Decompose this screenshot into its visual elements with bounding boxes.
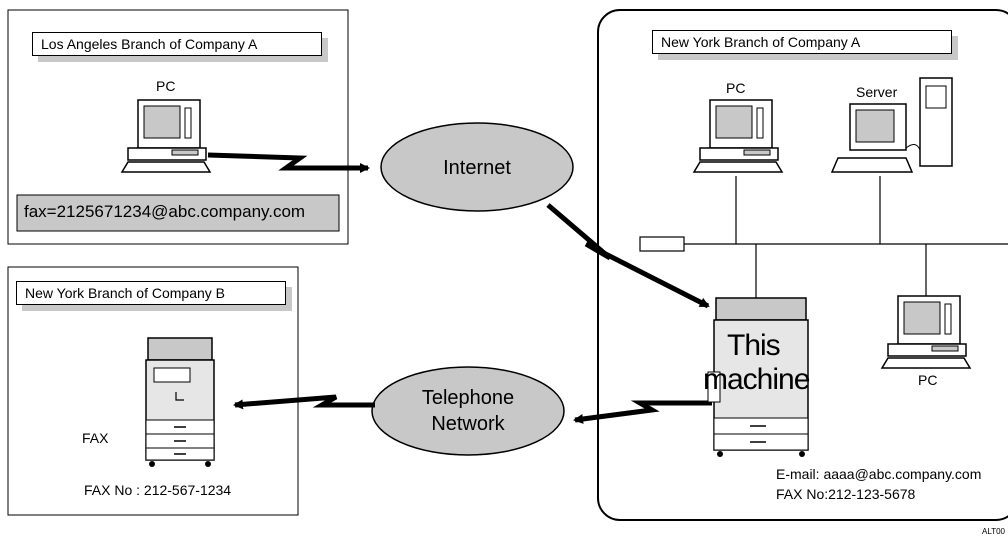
la-to-internet-arrow (207, 152, 370, 173)
hub-icon (639, 236, 685, 252)
fax-number-b: FAX No : 212-567-1234 (84, 482, 232, 498)
network-lines (684, 176, 1008, 300)
this-machine-label-line1: This (727, 329, 781, 362)
internet-cloud (380, 122, 574, 212)
la-branch-title: Los Angeles Branch of Company A (32, 32, 322, 56)
ny-pc-right-icon (880, 295, 972, 369)
figure-code: ALT00 (982, 527, 1005, 536)
la-pc-label: PC (156, 78, 176, 94)
internet-to-machine-arrow (546, 203, 710, 309)
ny-pc-top-label: PC (726, 80, 746, 96)
telephone-to-fax-arrow (233, 394, 375, 410)
this-machine-label-line2: machine (703, 363, 810, 396)
fax-machine-icon (145, 337, 215, 467)
ny-b-branch-title: New York Branch of Company B (16, 281, 286, 305)
machine-to-telephone-arrow (573, 400, 712, 424)
internet-label: Internet (443, 157, 511, 179)
fax-label: FAX (82, 430, 109, 446)
server-icon (830, 77, 953, 173)
telephone-network-cloud (371, 366, 565, 456)
fax-address-text: fax=2125671234@abc.company.com (24, 202, 306, 221)
ny-b-branch-frame (7, 266, 299, 516)
ny-a-email-info: E-mail: aaaa@abc.company.com (776, 466, 982, 482)
ny-a-branch-frame (597, 9, 1008, 521)
telephone-network-label-line2: Network (431, 413, 505, 435)
ny-pc-top-icon (692, 99, 784, 173)
fax-address-box (16, 194, 340, 232)
ny-a-branch-title: New York Branch of Company A (652, 30, 952, 54)
la-branch-frame (7, 9, 349, 245)
la-pc-icon (120, 99, 212, 173)
ny-a-fax-info: FAX No:212-123-5678 (776, 486, 916, 502)
server-label: Server (856, 84, 898, 100)
telephone-network-label-line1: Telephone (421, 387, 515, 409)
multifunction-printer-icon (707, 297, 809, 457)
ny-pc-right-label: PC (918, 372, 938, 388)
